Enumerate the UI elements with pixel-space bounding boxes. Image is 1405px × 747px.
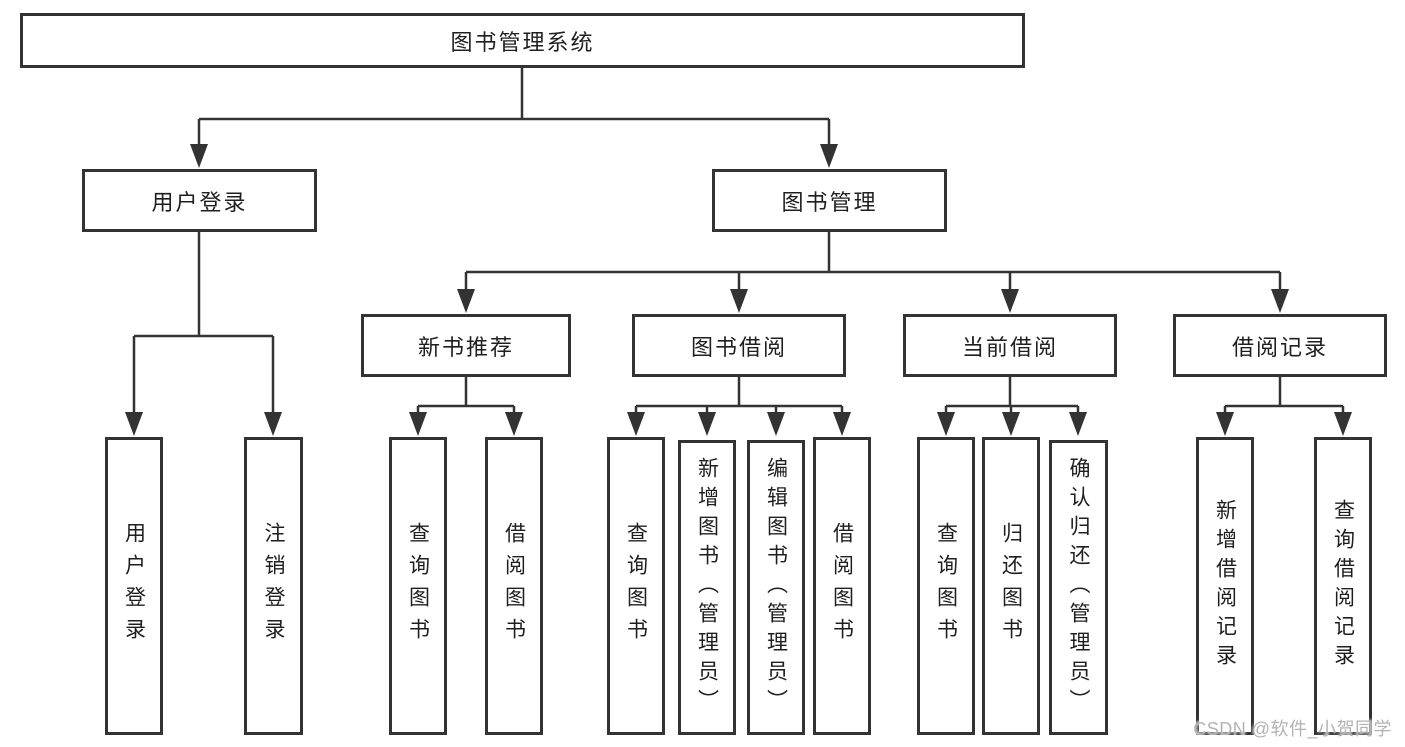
arrowhead <box>1069 412 1087 436</box>
node-book-borrow-label: 图书借阅 <box>690 334 787 360</box>
node-user-login-label: 用户登录 <box>151 189 248 215</box>
arrowhead <box>1271 289 1289 313</box>
leaf-add-borrow-record: 新增借阅记录 <box>1196 437 1254 735</box>
leaf-query-borrow-record-label: 查询借阅记录 <box>1331 499 1355 673</box>
node-root-label: 图书管理系统 <box>450 29 595 55</box>
arrowhead <box>1001 289 1019 313</box>
arrowhead <box>505 412 523 436</box>
leaf-borrow-book-borrow-label: 借阅图书 <box>830 522 854 650</box>
connector-borrow-split <box>634 377 844 416</box>
connector-current-split <box>944 377 1080 416</box>
node-new-book-recommend: 新书推荐 <box>361 314 571 377</box>
leaf-query-book-recommend: 查询图书 <box>389 437 447 735</box>
leaf-query-book-recommend-label: 查询图书 <box>406 522 430 650</box>
leaf-borrow-book-recommend: 借阅图书 <box>485 437 543 735</box>
arrowhead <box>409 412 427 436</box>
leaf-borrow-book-borrow: 借阅图书 <box>813 437 871 735</box>
leaf-user-login-label: 用户登录 <box>122 522 146 650</box>
leaf-return-book: 归还图书 <box>982 437 1040 735</box>
node-borrow-records: 借阅记录 <box>1173 314 1387 377</box>
leaf-return-book-label: 归还图书 <box>999 522 1023 650</box>
leaf-confirm-return: 确认归还（管理员） <box>1049 440 1108 735</box>
leaf-user-login: 用户登录 <box>105 437 163 735</box>
connector-recommend-split <box>416 377 516 416</box>
leaf-edit-book-label: 编辑图书（管理员） <box>764 457 788 718</box>
node-current-borrow: 当前借阅 <box>903 314 1117 377</box>
arrowhead <box>820 144 838 168</box>
connector-user-login-split <box>132 232 275 416</box>
connector-root-split <box>197 68 831 148</box>
leaf-edit-book: 编辑图书（管理员） <box>747 440 805 735</box>
arrowhead <box>190 144 208 168</box>
leaf-add-borrow-record-label: 新增借阅记录 <box>1213 499 1237 673</box>
leaf-query-borrow-record: 查询借阅记录 <box>1314 437 1372 735</box>
node-user-login: 用户登录 <box>82 169 317 232</box>
node-book-management: 图书管理 <box>712 169 947 232</box>
leaf-borrow-book-recommend-label: 借阅图书 <box>502 522 526 650</box>
arrowhead <box>767 412 785 436</box>
connector-records-split <box>1223 377 1345 416</box>
arrowhead <box>937 412 955 436</box>
node-book-borrow: 图书借阅 <box>632 314 846 377</box>
leaf-query-book-current-label: 查询图书 <box>934 522 958 650</box>
leaf-confirm-return-label: 确认归还（管理员） <box>1067 457 1090 718</box>
leaf-query-book-borrow-label: 查询图书 <box>624 522 648 650</box>
node-new-book-recommend-label: 新书推荐 <box>417 334 514 360</box>
leaf-query-book-borrow: 查询图书 <box>607 437 665 735</box>
leaf-add-book: 新增图书（管理员） <box>678 440 736 735</box>
leaf-logout-label: 注销登录 <box>262 522 285 650</box>
node-borrow-records-label: 借阅记录 <box>1231 334 1328 360</box>
arrowhead <box>730 289 748 313</box>
arrowhead <box>457 289 475 313</box>
arrowhead <box>698 412 716 436</box>
node-book-management-label: 图书管理 <box>781 189 878 215</box>
arrowhead <box>627 412 645 436</box>
arrowhead <box>125 412 143 436</box>
arrowhead <box>264 412 282 436</box>
csdn-watermark: CSDN @软件_小贺同学 <box>1193 719 1392 739</box>
leaf-logout: 注销登录 <box>244 437 303 735</box>
leaf-query-book-current: 查询图书 <box>917 437 975 735</box>
arrowhead <box>1002 412 1020 436</box>
arrowhead <box>1334 412 1352 436</box>
node-current-borrow-label: 当前借阅 <box>961 334 1058 360</box>
connector-book-management-split <box>464 232 1282 293</box>
arrowhead <box>1216 412 1234 436</box>
node-root: 图书管理系统 <box>20 13 1025 68</box>
leaf-add-book-label: 新增图书（管理员） <box>695 457 719 718</box>
arrowhead <box>833 412 851 436</box>
